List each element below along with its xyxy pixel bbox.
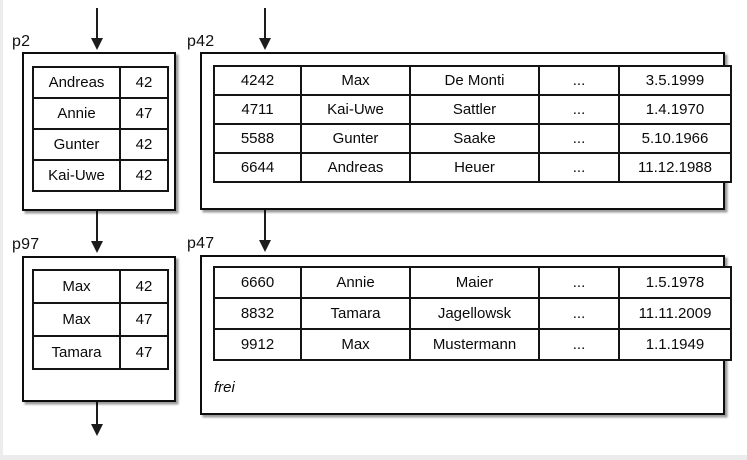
page-label-p47: p47 xyxy=(187,235,215,252)
cell-birthdate: 3.5.1999 xyxy=(618,65,732,96)
cell-birthdate: 5.10.1966 xyxy=(618,123,732,154)
cell-birthdate: 1.5.1978 xyxy=(618,266,732,299)
cell-last-name: Mustermann xyxy=(409,328,540,361)
cell-first-name: Andreas xyxy=(300,152,411,183)
index-table-p2: Andreas 42 Annie 47 Gunter 42 Kai-Uwe 42 xyxy=(32,66,169,192)
arrow-head-into-p2 xyxy=(91,38,103,50)
cell-ellipsis: ... xyxy=(538,297,620,330)
cell-ellipsis: ... xyxy=(538,152,620,183)
cell-id: 6644 xyxy=(213,152,302,183)
cell-page-ref: 42 xyxy=(119,66,169,99)
free-space-label: frei xyxy=(214,379,235,396)
cell-key: Annie xyxy=(32,97,121,130)
cell-last-name: Sattler xyxy=(409,94,540,125)
cell-key: Max xyxy=(32,269,121,304)
cell-id: 8832 xyxy=(213,297,302,330)
cell-ellipsis: ... xyxy=(538,328,620,361)
page-label-p97: p97 xyxy=(12,236,40,253)
cell-page-ref: 47 xyxy=(119,335,169,370)
table-row: 8832 Tamara Jagellowsk ... 11.11.2009 xyxy=(213,297,732,330)
cell-first-name: Max xyxy=(300,65,411,96)
cell-id: 9912 xyxy=(213,328,302,361)
table-row: 4711 Kai-Uwe Sattler ... 1.4.1970 xyxy=(213,94,732,125)
cell-birthdate: 1.1.1949 xyxy=(618,328,732,361)
cell-last-name: Maier xyxy=(409,266,540,299)
cell-last-name: Saake xyxy=(409,123,540,154)
page-edge-left xyxy=(0,0,3,460)
table-row: Max 47 xyxy=(32,302,169,337)
table-row: Andreas 42 xyxy=(32,66,169,99)
cell-key: Kai-Uwe xyxy=(32,159,121,192)
cell-page-ref: 42 xyxy=(119,159,169,192)
arrow-line-out-of-p97 xyxy=(96,402,98,425)
cell-last-name: Heuer xyxy=(409,152,540,183)
arrow-line-p42-to-p47 xyxy=(264,210,266,241)
cell-birthdate: 1.4.1970 xyxy=(618,94,732,125)
cell-page-ref: 47 xyxy=(119,97,169,130)
index-table-p97: Max 42 Max 47 Tamara 47 xyxy=(32,269,169,370)
cell-first-name: Gunter xyxy=(300,123,411,154)
arrow-head-p2-to-p97 xyxy=(91,241,103,253)
table-row: Kai-Uwe 42 xyxy=(32,159,169,192)
cell-key: Andreas xyxy=(32,66,121,99)
table-row: 9912 Max Mustermann ... 1.1.1949 xyxy=(213,328,732,361)
cell-ellipsis: ... xyxy=(538,266,620,299)
arrow-head-p42-to-p47 xyxy=(259,240,271,252)
page-label-p42: p42 xyxy=(187,33,215,50)
cell-birthdate: 11.12.1988 xyxy=(618,152,732,183)
cell-birthdate: 11.11.2009 xyxy=(618,297,732,330)
cell-ellipsis: ... xyxy=(538,123,620,154)
data-table-p47: 6660 Annie Maier ... 1.5.1978 8832 Tamar… xyxy=(213,266,732,361)
table-row: Gunter 42 xyxy=(32,128,169,161)
arrow-line-into-p2 xyxy=(96,8,98,39)
table-row: Max 42 xyxy=(32,269,169,304)
cell-key: Max xyxy=(32,302,121,337)
table-row: 4242 Max De Monti ... 3.5.1999 xyxy=(213,65,732,96)
cell-last-name: Jagellowsk xyxy=(409,297,540,330)
cell-first-name: Annie xyxy=(300,266,411,299)
cell-page-ref: 42 xyxy=(119,269,169,304)
table-row: 5588 Gunter Saake ... 5.10.1966 xyxy=(213,123,732,154)
cell-first-name: Tamara xyxy=(300,297,411,330)
cell-id: 6660 xyxy=(213,266,302,299)
arrow-line-p2-to-p97 xyxy=(96,211,98,242)
cell-page-ref: 47 xyxy=(119,302,169,337)
arrow-line-into-p42 xyxy=(264,8,266,39)
page-label-p2: p2 xyxy=(12,33,31,50)
arrow-head-into-p42 xyxy=(259,38,271,50)
data-table-p42: 4242 Max De Monti ... 3.5.1999 4711 Kai-… xyxy=(213,65,732,183)
cell-key: Gunter xyxy=(32,128,121,161)
cell-page-ref: 42 xyxy=(119,128,169,161)
table-row: 6660 Annie Maier ... 1.5.1978 xyxy=(213,266,732,299)
cell-id: 4711 xyxy=(213,94,302,125)
cell-id: 4242 xyxy=(213,65,302,96)
cell-first-name: Kai-Uwe xyxy=(300,94,411,125)
table-row: 6644 Andreas Heuer ... 11.12.1988 xyxy=(213,152,732,183)
cell-last-name: De Monti xyxy=(409,65,540,96)
cell-key: Tamara xyxy=(32,335,121,370)
cell-id: 5588 xyxy=(213,123,302,154)
cell-first-name: Max xyxy=(300,328,411,361)
cell-ellipsis: ... xyxy=(538,94,620,125)
table-row: Annie 47 xyxy=(32,97,169,130)
cell-ellipsis: ... xyxy=(538,65,620,96)
arrow-head-out-of-p97 xyxy=(91,424,103,436)
page-edge-bottom xyxy=(0,455,747,460)
table-row: Tamara 47 xyxy=(32,335,169,370)
